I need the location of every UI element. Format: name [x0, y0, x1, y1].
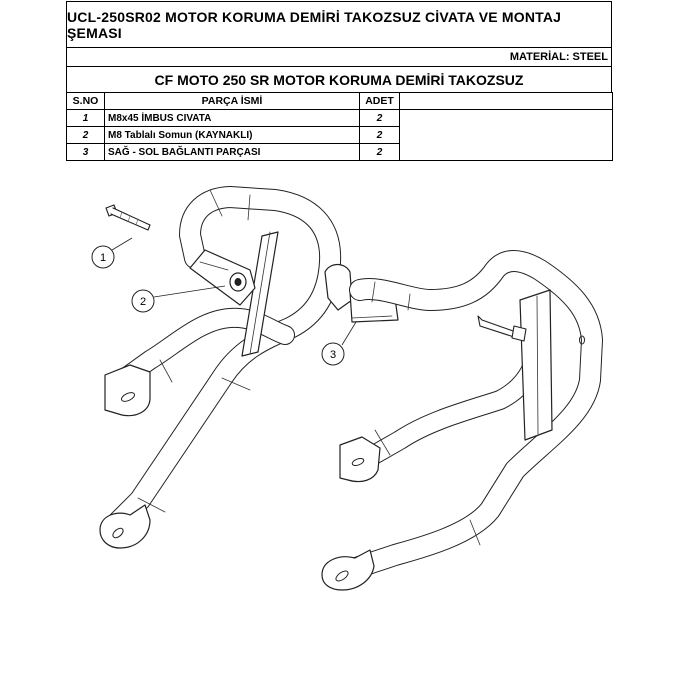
table-row: 1 M8x45 İMBUS CIVATA 2	[66, 109, 613, 161]
right-mounting-plate	[519, 289, 585, 441]
row-no: 3	[66, 143, 105, 161]
column-header-blank	[399, 92, 613, 110]
row-name: SAĞ - SOL BAĞLANTI PARÇASI	[104, 143, 360, 161]
right-bolt	[477, 315, 527, 342]
callout-1: 1	[91, 237, 133, 269]
row-no: 2	[66, 126, 105, 144]
bolt	[105, 204, 151, 231]
nut-boss	[189, 249, 256, 306]
blank-cell	[399, 109, 613, 161]
document-subtitle: CF MOTO 250 SR MOTOR KORUMA DEMİRİ TAKOZ…	[66, 66, 612, 92]
spec-sheet: UCL-250SR02 MOTOR KORUMA DEMİRİ TAKOZSUZ…	[66, 1, 613, 161]
callout-label: 2	[140, 296, 146, 308]
table-header-row: S.NO PARÇA İSMİ ADET	[66, 92, 613, 110]
table-row: 3 SAĞ - SOL BAĞLANTI PARÇASI 2	[66, 143, 613, 161]
column-header-no: S.NO	[66, 92, 105, 110]
callout-3: 3	[321, 321, 357, 366]
callout-label: 1	[100, 252, 106, 264]
left-bottom-tab	[99, 504, 151, 549]
column-header-qty: ADET	[359, 92, 400, 110]
right-guard-tube	[339, 250, 603, 581]
row-name: M8 Tablalı Somun (KAYNAKLI)	[104, 126, 360, 144]
row-qty: 2	[359, 109, 400, 127]
row-qty: 2	[359, 143, 400, 161]
callout-2: 2	[131, 285, 226, 313]
column-header-name: PARÇA İSMİ	[104, 92, 360, 110]
document-title: UCL-250SR02 MOTOR KORUMA DEMİRİ TAKOZSUZ…	[66, 1, 612, 47]
callout-label: 3	[330, 349, 336, 361]
row-no: 1	[66, 109, 105, 127]
assembly-drawing: 1 2 3	[91, 186, 603, 591]
left-guard-tube	[101, 186, 342, 539]
right-side-tab	[339, 436, 381, 483]
parts-table: S.NO PARÇA İSMİ ADET 1 M8x45 İMBUS CIVAT…	[66, 92, 613, 161]
row-qty: 2	[359, 126, 400, 144]
row-name: M8x45 İMBUS CIVATA	[104, 109, 360, 127]
left-side-tab	[104, 364, 151, 417]
right-bottom-tab	[321, 549, 375, 591]
left-mounting-plate	[241, 231, 279, 357]
material-label: MATERİAL: STEEL	[66, 47, 612, 66]
